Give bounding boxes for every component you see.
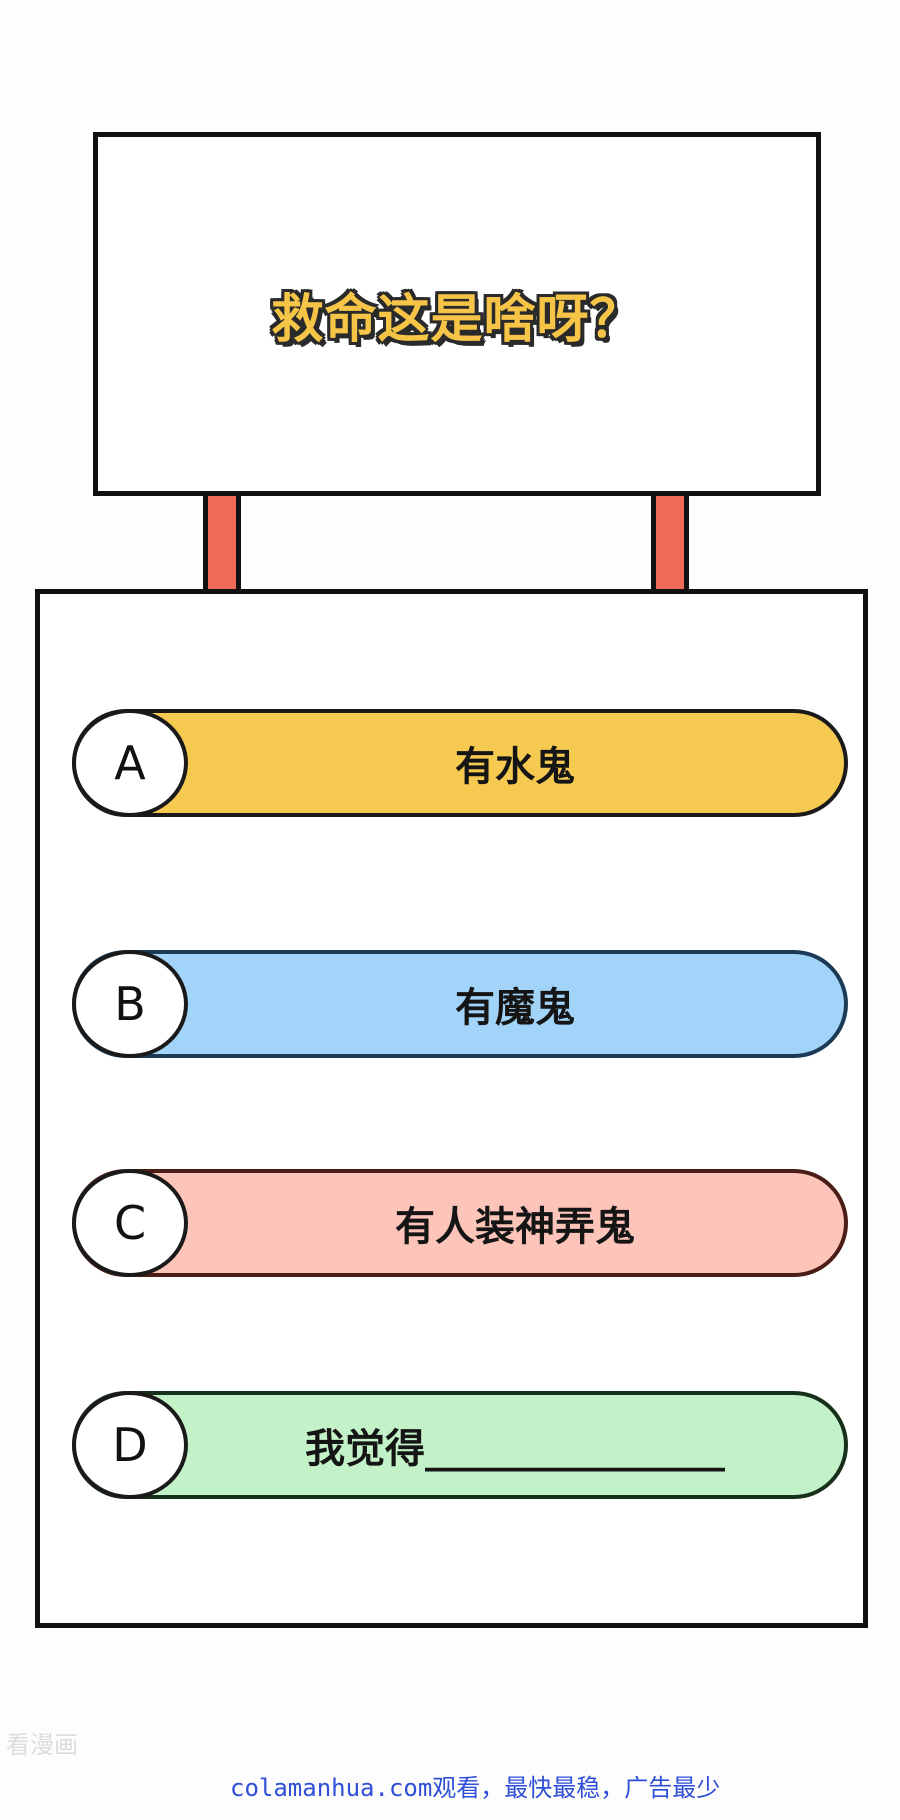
question-sign-board: 救命这是啥呀？ [93,132,821,496]
sign-post-right [651,496,689,592]
option-d[interactable]: D 我觉得_______________ [72,1391,848,1499]
option-b[interactable]: B 有魔鬼 [72,950,848,1058]
option-a-text: 有水鬼 [455,744,575,790]
option-a-letter: A [72,709,188,817]
option-d-letter: D [72,1391,188,1499]
option-b-text: 有魔鬼 [455,985,575,1031]
option-a[interactable]: A 有水鬼 [72,709,848,817]
option-b-letter: B [72,950,188,1058]
footer-link-text[interactable]: colamanhua.com观看，最快最稳，广告最少 [230,1774,721,1802]
sign-post-left [203,496,241,592]
option-c-letter: C [72,1169,188,1277]
watermark: 看漫画 [6,1731,78,1759]
option-c[interactable]: C 有人装神弄鬼 [72,1169,848,1277]
answer-panel: A 有水鬼 B 有魔鬼 C 有人装神弄鬼 D 我觉得______________… [35,589,868,1628]
option-d-text: 我觉得_______________ [305,1426,725,1472]
question-title: 救命这是啥呀？ [271,289,643,350]
option-c-text: 有人装神弄鬼 [395,1204,635,1250]
